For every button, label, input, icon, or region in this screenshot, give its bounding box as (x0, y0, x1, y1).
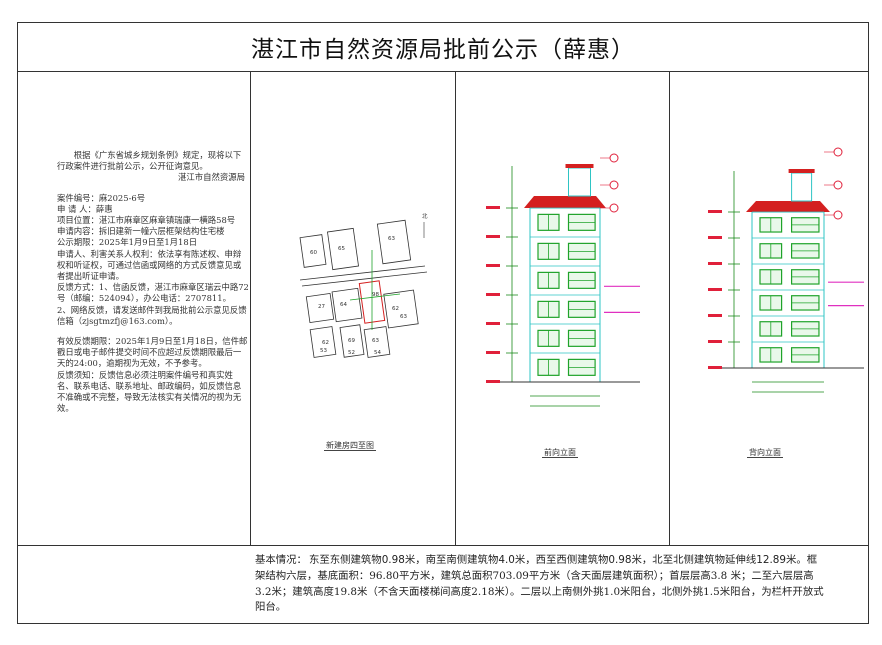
level-marker (486, 206, 500, 209)
notice-intro: 根据《广东省城乡规划条例》规定，现将以下行政案件进行批前公示，公开征询意见。 (57, 150, 242, 172)
stair-tower (568, 167, 591, 197)
grid-axis-marker (609, 153, 619, 163)
level-marker (708, 366, 722, 369)
grid-axis-marker (833, 180, 843, 190)
feedback-email: 2、网络反馈，请发送邮件到我局批前公示意见反馈信箱（zjsgtmzfj@163.… (57, 304, 247, 326)
level-marker (486, 380, 500, 383)
valid-period: 有效反馈期限：2025年1月9日至1月18日，信件邮戳日或电子邮件提交时间不应超… (57, 336, 248, 369)
rights-text: 申请人、利害关系人权利：依法享有陈述权、申辩权和听证权，可通过信函或网络的方式反… (57, 248, 242, 282)
south-distance: 4.0 (498, 554, 515, 566)
lot-label: 54 (374, 350, 381, 356)
divider-3 (669, 72, 670, 545)
front-elevation-drawing (486, 153, 640, 407)
lot-label: 62 (322, 340, 329, 346)
feedback-note: 反馈须知：反馈信息必须注明案件编号和真实姓名、联系电话、联系地址、邮政编码，如反… (57, 369, 242, 414)
stair-tower (791, 172, 813, 202)
east-distance: 0.98 (381, 554, 405, 566)
page-title: 湛江市自然资源局批前公示（薛惠） (17, 22, 869, 72)
stair-roof (565, 164, 594, 168)
lot-label: 69 (348, 338, 355, 344)
grid-axis-marker (609, 180, 619, 190)
description-text-c: 米，西至西侧建筑物 (514, 554, 609, 566)
level-marker (486, 235, 500, 238)
application-content: 申请内容：拆旧建新一幢六层框架结构住宅楼 (57, 226, 225, 237)
lot-label: 60 (310, 250, 317, 256)
stair-roof (788, 169, 815, 173)
description-label: 基本情况： (255, 554, 307, 566)
level-marker (486, 293, 500, 296)
document-frame (17, 22, 869, 624)
basic-description: 基本情况：东至东侧建筑物0.98米，南至南侧建筑物4.0米，西至西侧建筑物0.9… (255, 553, 825, 616)
level-marker (486, 351, 500, 354)
site-map-caption: 新建房四至图 (324, 441, 376, 451)
north-label: 北 (422, 212, 428, 220)
grid-axis-marker (833, 147, 843, 157)
grid-axis-marker (609, 203, 619, 213)
level-marker (708, 262, 722, 265)
description-text-d: 米，北至北侧建筑物延伸线 (631, 554, 757, 566)
description-text-a: 东至东侧建筑物 (308, 554, 382, 566)
applicant: 申 请 人：薛惠 (57, 203, 113, 214)
feedback-letter: 反馈方式：1、信函反馈，湛江市麻章区瑞云中路72号（邮编：524094），办公电… (57, 282, 249, 304)
west-distance: 0.98 (608, 554, 632, 566)
level-marker (708, 210, 722, 213)
lot-label: 63 (388, 236, 395, 242)
lot-label: 53 (320, 348, 327, 354)
grid-axis-marker (833, 210, 843, 220)
case-number: 案件编号：麻2025-6号 (57, 192, 146, 203)
front-elevation-caption: 前向立面 (542, 448, 578, 458)
back-elevation-caption: 背向立面 (747, 448, 783, 458)
project-location: 项目位置：湛江市麻章区麻章镇瑞康一横路58号 (57, 215, 236, 226)
level-marker (486, 264, 500, 267)
notice-issuer: 湛江市自然资源局 (178, 172, 245, 183)
lot-label: 65 (338, 246, 345, 252)
lot-label: 98 (372, 292, 379, 298)
lot-label: 62 (392, 306, 399, 312)
publicity-period: 公示期限：2025年1月9日至1月18日 (57, 237, 198, 248)
level-marker (708, 314, 722, 317)
roof (746, 201, 830, 212)
site-map-drawing: 65 63 60 27 64 98 62 63 62 69 63 53 52 5… (299, 212, 428, 358)
divider-1 (250, 72, 251, 545)
divider-2 (455, 72, 456, 545)
back-elevation-drawing (708, 147, 864, 393)
north-distance: 12.89 (756, 554, 786, 566)
description-text-b: 米，南至南侧建筑物 (404, 554, 499, 566)
level-marker (708, 340, 722, 343)
notice-text: 根据《广东省城乡规划条例》规定，现将以下行政案件进行批前公示，公开征询意见。 湛… (57, 150, 249, 414)
level-marker (486, 322, 500, 325)
lot-label: 64 (340, 302, 347, 308)
level-marker (708, 288, 722, 291)
level-marker (708, 236, 722, 239)
lot-label: 52 (348, 350, 355, 356)
lot-label: 63 (400, 314, 407, 320)
lot-label: 27 (318, 304, 325, 310)
lot-label: 63 (372, 338, 379, 344)
description-text-e: 米。框架结构六层，基底面积：96.80平方米，建筑总面积703.09平方米（含天… (255, 554, 824, 614)
roof (524, 196, 606, 208)
bottom-divider (17, 545, 869, 546)
